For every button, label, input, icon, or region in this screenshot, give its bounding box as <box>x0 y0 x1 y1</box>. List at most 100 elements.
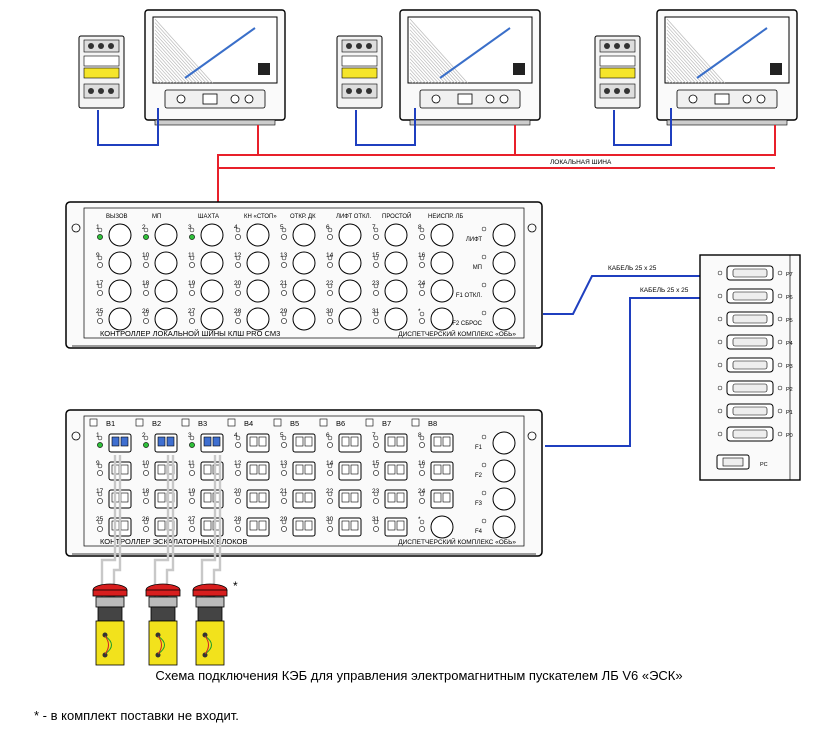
estop-collar <box>148 596 178 608</box>
starter-yellow-strip <box>599 67 636 79</box>
channel-number: 20 <box>234 488 242 495</box>
channel-number: 5 <box>280 432 284 439</box>
channel-number: 7 <box>372 432 376 439</box>
screen-hatch <box>154 61 174 84</box>
port-label: P0 <box>786 433 793 439</box>
starter-label-plate <box>599 55 636 67</box>
channel-button <box>430 307 454 331</box>
monitor <box>399 9 541 126</box>
side-led <box>481 226 487 232</box>
screw-icon <box>88 88 94 94</box>
side-label: F1 ОТКЛ. <box>456 293 482 299</box>
controller-faceplate <box>83 207 525 339</box>
status-led <box>419 290 425 296</box>
status-led <box>143 290 149 296</box>
status-led-small <box>189 435 195 441</box>
status-led <box>143 498 149 504</box>
status-led <box>373 234 379 240</box>
status-led <box>327 234 333 240</box>
status-led-small <box>189 311 195 317</box>
status-led <box>419 262 425 268</box>
status-led <box>327 262 333 268</box>
channel-number: * <box>418 516 421 523</box>
screen-hatch <box>666 72 677 84</box>
connector-pin <box>350 464 359 475</box>
mount-screw-icon <box>527 431 537 441</box>
channel-button <box>338 251 362 275</box>
channel-button <box>384 251 408 275</box>
knob-icon <box>688 94 698 104</box>
estop-ring <box>197 606 223 622</box>
status-led-small <box>327 255 333 261</box>
status-led <box>281 526 287 532</box>
channel-number: 14 <box>326 460 334 467</box>
knob-icon <box>431 94 441 104</box>
connector-pin <box>120 464 129 475</box>
status-led-small <box>97 463 103 469</box>
screen-hatch <box>666 29 716 84</box>
status-led-small <box>235 463 241 469</box>
status-led <box>419 526 425 532</box>
status-led <box>189 498 195 504</box>
side-label: МП <box>473 265 482 271</box>
screen-hatch <box>409 72 420 84</box>
channel-number: 24 <box>418 280 426 287</box>
connector-pin <box>442 464 451 475</box>
estop-yellow-body <box>148 620 178 666</box>
connector-pin <box>258 464 267 475</box>
column-header: B2 <box>152 419 161 428</box>
status-led-small <box>189 463 195 469</box>
channel-number: 11 <box>188 460 195 467</box>
status-led <box>97 442 103 448</box>
side-led <box>481 434 487 440</box>
status-led <box>281 442 287 448</box>
connector-pin <box>258 492 267 503</box>
status-led <box>97 262 103 268</box>
screen-hatch <box>666 54 693 84</box>
status-led-small <box>189 255 195 261</box>
side-button <box>492 515 516 539</box>
column-header: НЕИСПР. ЛБ <box>428 214 463 220</box>
port-screw-icon <box>717 316 723 322</box>
column-header: B6 <box>336 419 345 428</box>
channel-number: 31 <box>372 308 380 315</box>
screen-hatch <box>409 65 426 84</box>
column-header: ПРОСТОЙ <box>382 212 411 220</box>
connector-pin <box>120 436 129 447</box>
side-label: F3 <box>475 501 483 507</box>
monitor <box>144 9 286 126</box>
channel-button <box>200 307 224 331</box>
connector-pin <box>387 520 396 531</box>
screw-icon <box>356 43 362 49</box>
channel-number: 30 <box>326 516 334 523</box>
status-led <box>373 262 379 268</box>
screw-icon <box>346 43 352 49</box>
channel-number: 15 <box>372 460 380 467</box>
screw-icon <box>108 88 114 94</box>
status-led <box>327 318 333 324</box>
screen-hatch <box>154 33 200 84</box>
connector-pin <box>120 520 129 531</box>
connector-pin <box>295 520 304 531</box>
connector-pin <box>442 436 451 447</box>
screen-hatch <box>154 69 168 84</box>
status-led-small <box>419 311 425 317</box>
port-label: P1 <box>786 410 793 416</box>
status-led <box>189 262 195 268</box>
status-led <box>143 526 149 532</box>
connector-pin <box>157 520 166 531</box>
status-led-small <box>419 283 425 289</box>
status-led <box>235 442 241 448</box>
controller-brand: ДИСПЕТЧЕРСКИЙ КОМПЛЕКС «ОБЬ» <box>398 537 516 546</box>
port-label: P3 <box>786 364 793 370</box>
channel-button <box>154 251 178 275</box>
screen-hatch <box>666 18 725 84</box>
display-window <box>457 93 473 105</box>
status-led-small <box>419 435 425 441</box>
channel-number: 12 <box>234 252 242 259</box>
channel-number: 21 <box>280 280 288 287</box>
port-label: P6 <box>786 295 793 301</box>
status-led-small <box>281 463 287 469</box>
connector-pin <box>212 436 221 447</box>
